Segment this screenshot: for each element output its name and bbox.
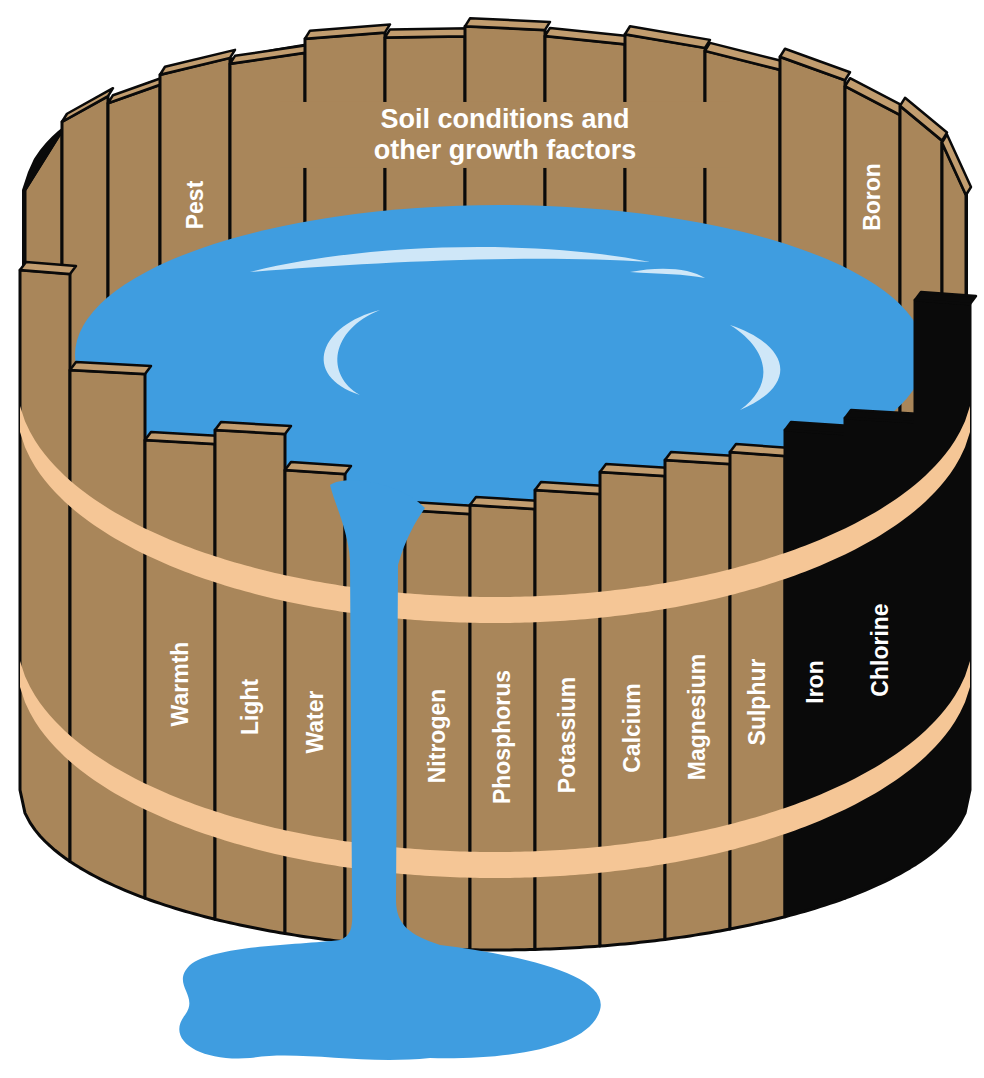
stave-top xyxy=(625,26,710,48)
stave-top xyxy=(845,78,905,115)
stave-top xyxy=(305,24,390,38)
stave-top xyxy=(665,452,736,464)
front-stave xyxy=(845,418,915,898)
stave-top xyxy=(70,362,151,374)
front-stave xyxy=(785,430,845,917)
front-stave xyxy=(70,370,145,898)
stave-top xyxy=(145,432,221,444)
stave-top xyxy=(705,43,785,70)
stave-label: Pest xyxy=(182,181,208,230)
front-stave xyxy=(405,510,470,950)
front-stave xyxy=(215,430,285,934)
stave-top xyxy=(285,462,351,474)
stave-top xyxy=(160,50,235,75)
front-stave xyxy=(145,440,215,919)
stave-top xyxy=(230,45,310,64)
stave-top xyxy=(62,88,113,122)
stave-label: Warmth xyxy=(167,642,193,727)
stave-label: Potassium xyxy=(554,677,580,793)
stave-top xyxy=(780,49,850,80)
stave-label: Boron xyxy=(859,163,885,231)
stave-top xyxy=(845,410,921,422)
stave-label: Chlorine xyxy=(867,603,893,696)
stave-label: Magnesium xyxy=(684,654,710,781)
stave-top xyxy=(900,98,947,141)
water-highlight xyxy=(250,247,650,272)
stave-top xyxy=(730,444,791,456)
water-stream xyxy=(179,480,600,1060)
stave-top xyxy=(20,262,76,274)
stave-label: Water xyxy=(302,690,328,753)
stave-label: Sulphur xyxy=(744,659,770,746)
stave-top xyxy=(545,28,630,44)
front-stave xyxy=(730,452,785,929)
front-stave xyxy=(470,505,535,950)
stave-label: Nitrogen xyxy=(424,689,450,784)
stave-top xyxy=(942,135,971,195)
front-stave xyxy=(665,460,730,939)
stave-top xyxy=(470,497,541,509)
stave-top xyxy=(535,482,606,494)
stave-top xyxy=(915,292,976,304)
water-highlight xyxy=(324,310,380,395)
stave-label: Phosphorus xyxy=(489,670,515,804)
stave-top xyxy=(785,422,851,434)
front-stave xyxy=(20,270,70,861)
front-stave xyxy=(285,470,345,942)
stave-label: Iron xyxy=(802,660,828,703)
stave-top xyxy=(215,422,291,434)
water-highlights xyxy=(250,247,780,410)
hoops xyxy=(20,406,970,878)
stave-top xyxy=(385,28,470,37)
water-highlight xyxy=(730,325,780,410)
stave-top xyxy=(600,464,671,476)
barrel-hoop xyxy=(20,661,970,878)
water-highlight xyxy=(630,269,705,278)
front-stave xyxy=(915,300,970,865)
front-stave xyxy=(535,490,600,949)
front-stave xyxy=(600,472,665,946)
stave-label: Light xyxy=(237,679,263,735)
stave-label: Calcium xyxy=(619,684,645,773)
front-staves xyxy=(20,262,976,950)
stave-top xyxy=(465,18,550,30)
stave-top xyxy=(108,77,165,103)
wall-label: Soil conditions and other growth factors xyxy=(280,102,730,168)
barrel-hoop xyxy=(20,406,970,623)
